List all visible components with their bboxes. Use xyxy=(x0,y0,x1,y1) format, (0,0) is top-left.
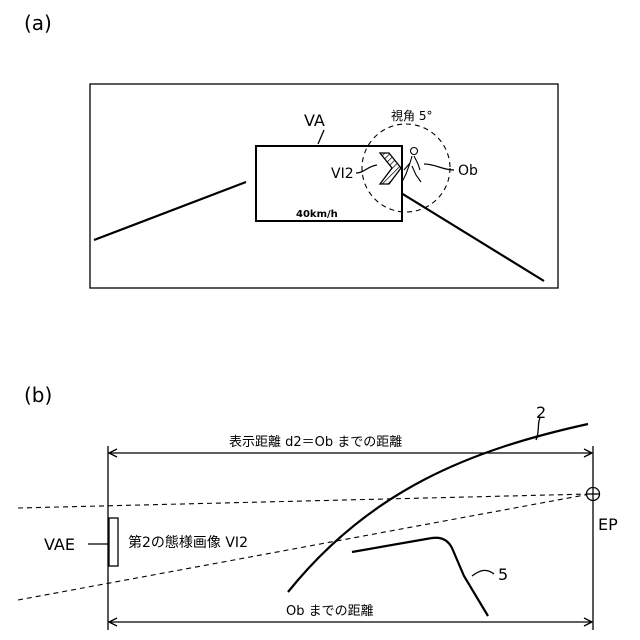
upper-sight-line xyxy=(18,494,590,508)
road-right-edge xyxy=(380,180,544,281)
display-area-label: VA xyxy=(304,111,325,130)
virtual-area-label: VAE xyxy=(44,535,75,554)
pedestrian-icon xyxy=(402,148,421,183)
eye-point-label: EP xyxy=(598,515,618,534)
panel-a-label: (a) xyxy=(24,11,52,35)
display-distance-label: 表示距離 d2＝Ob までの距離 xyxy=(229,435,402,450)
line-2-label: 2 xyxy=(536,403,546,422)
image-label: VI2 xyxy=(331,166,354,182)
object-distance-label: Ob までの距離 xyxy=(286,604,374,619)
lower-sight-line xyxy=(18,494,590,600)
object-label: Ob xyxy=(458,163,478,179)
line-5-label: 5 xyxy=(498,565,508,584)
road-left-edge xyxy=(94,182,246,240)
view-angle-label: 視角 5° xyxy=(391,108,432,123)
va-leader-line xyxy=(318,130,324,144)
virtual-area-box xyxy=(109,518,118,566)
line-5-leader xyxy=(472,570,494,576)
panel-b: (b) 表示距離 d2＝Ob までの距離 2 5 VAE 第2の態様画像 VI2… xyxy=(18,383,618,630)
second-image-label: 第2の態様画像 VI2 xyxy=(128,534,248,551)
panel-b-label: (b) xyxy=(24,383,52,407)
speed-text: 40km/h xyxy=(296,209,338,220)
panel-a: (a) VA 40km/h 視角 5° VI2 Ob xyxy=(24,11,558,288)
